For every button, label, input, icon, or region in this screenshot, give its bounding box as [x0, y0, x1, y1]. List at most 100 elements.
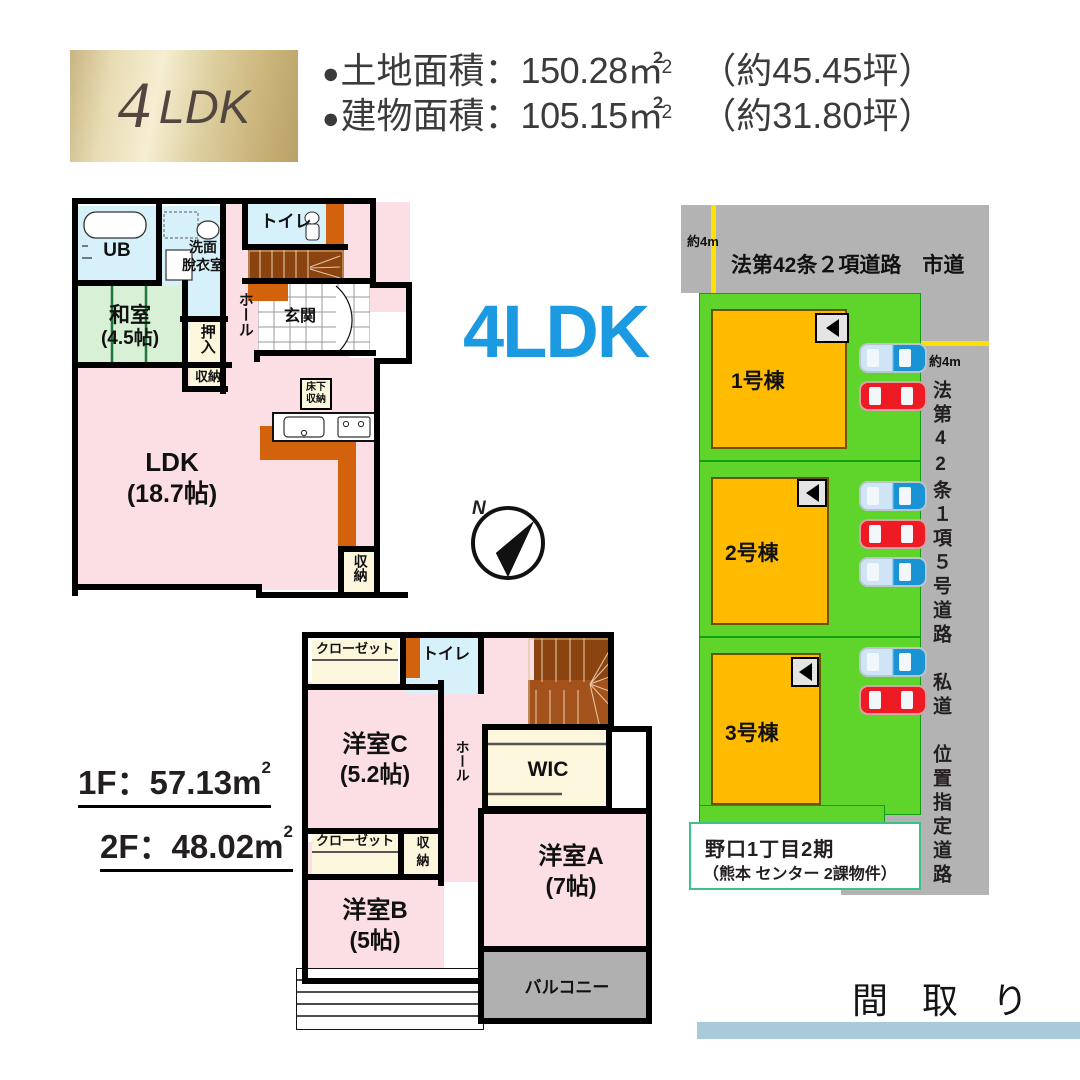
wall	[302, 874, 444, 880]
wall	[242, 278, 376, 284]
wall	[398, 828, 404, 880]
staircase-2f-steps-icon	[528, 638, 614, 730]
wall	[370, 282, 412, 288]
site-caption-line2: （熊本 センター 2課物件）	[703, 866, 897, 883]
wall	[302, 828, 444, 834]
wall	[220, 198, 226, 394]
wall	[482, 724, 488, 812]
storage2f-label2: 納	[416, 853, 430, 868]
japanese-room-fill	[78, 286, 182, 366]
storage2f-fill	[402, 832, 444, 876]
storage2-label: 収納	[352, 554, 369, 582]
wall	[182, 386, 228, 392]
building-3-label: 3号棟	[725, 722, 779, 745]
arrow-left-icon	[825, 319, 839, 337]
road-top-label: 法第42条２項道路 市道	[731, 254, 965, 277]
kitchen-sink-stove-icon	[283, 416, 371, 438]
wall	[302, 632, 614, 638]
land-area-label: 土地面積：	[340, 50, 521, 91]
car-1-2	[859, 381, 927, 411]
site-plan: 約4m 約4m 法第42条２項道路 市道 法第42条１項５号道路 私道 位置指定…	[681, 205, 1033, 905]
closet-c-fill	[312, 640, 398, 688]
wall	[338, 546, 344, 598]
plan-type-badge: 4 LDK	[70, 50, 298, 162]
width-mark-right	[921, 341, 989, 346]
badge-number: 4	[117, 69, 151, 142]
toilet2f-label: トイレ	[421, 646, 470, 663]
entrance-tile-pattern	[258, 282, 370, 356]
storage2-fill	[342, 550, 374, 592]
wall	[72, 584, 262, 590]
closet-c-label: クローゼット	[315, 641, 394, 656]
wall	[438, 680, 444, 886]
wall	[188, 362, 228, 368]
staircase-steps-icon	[248, 250, 344, 284]
building-area-unit: ㎡	[627, 95, 664, 137]
wall	[478, 808, 484, 1024]
arrow-left-icon	[798, 663, 812, 681]
wall	[478, 632, 484, 694]
wall	[478, 946, 650, 952]
wall	[242, 244, 348, 250]
car-1-1	[859, 343, 927, 373]
closet-b-label: クローゼット	[315, 833, 394, 848]
wall	[482, 806, 612, 812]
floor1-area-label: 1F：57.13m2	[78, 756, 271, 808]
western-a-area: (7帖)	[545, 873, 597, 899]
building-area-label: 建物面積：	[340, 95, 521, 137]
japanese-room-area: (4.5帖)	[100, 328, 160, 349]
closet-b-lines	[312, 851, 398, 853]
wic-shelf-lines	[488, 742, 606, 796]
entrance-label: 玄関	[283, 308, 316, 325]
road-width-top-label: 約4m	[687, 234, 719, 249]
western-c-fill	[308, 682, 444, 830]
floor-plan-2f: クローゼット トイレ 洋室C (5.2帖) ホール WIC クローゼット 収 納…	[296, 632, 692, 1032]
washbasin-toilet-fixtures	[163, 211, 220, 281]
western-a-label: 洋室A	[538, 843, 604, 870]
building-3-entry-arrow	[791, 657, 819, 687]
unit-bath-label: UB	[103, 240, 131, 261]
wall	[342, 546, 376, 552]
toilet-fixture-block	[326, 204, 344, 244]
wall	[400, 632, 406, 690]
washroom-label2: 脫衣室	[182, 257, 224, 273]
wall	[302, 632, 308, 984]
wall	[374, 358, 412, 364]
wall	[400, 684, 444, 690]
wall	[72, 198, 78, 596]
wall	[180, 316, 228, 322]
wall	[302, 978, 484, 984]
car-3-2	[859, 685, 927, 715]
hall2f-label: ホール	[454, 740, 471, 782]
footer-title: 間 取 り	[851, 980, 1040, 1021]
wall	[242, 198, 248, 250]
staircase-2f-upper	[534, 638, 612, 680]
wall	[608, 632, 614, 732]
western-c-label: 洋室C	[342, 731, 408, 758]
land-area-value: 150.28	[520, 50, 629, 91]
wall	[646, 726, 652, 1024]
compass-north-label: N	[472, 498, 486, 519]
wall	[72, 362, 232, 368]
building-area-sup: 2	[661, 102, 673, 124]
closet-b-fill	[312, 832, 398, 876]
floor-plan-1f: UB 洗面 脫衣室 和室 (4.5帖) 押入 収納 ホール トイレ 玄関 床下 …	[72, 198, 422, 598]
wall	[608, 726, 652, 732]
building-2-entry-arrow	[797, 479, 827, 507]
underfloor-storage-box	[300, 378, 332, 410]
wall	[406, 282, 412, 364]
kitchen-island-h	[260, 442, 338, 460]
building-area-line: ● 建物面積： 105.15 ㎡ 2 （約31.80坪）	[322, 93, 1022, 138]
western-c-area: (5.2帖)	[339, 761, 411, 787]
building-area-value: 105.15	[520, 95, 629, 137]
wall	[302, 684, 406, 690]
building-1-label: 1号棟	[731, 370, 785, 393]
western-b-label: 洋室B	[342, 897, 408, 924]
width-mark-top	[711, 205, 716, 293]
wic-label: WIC	[527, 758, 569, 781]
land-area-unit: ㎡	[627, 50, 664, 91]
road-width-right-label: 約4m	[929, 354, 961, 369]
wall	[254, 350, 376, 356]
header-specs: ● 土地面積： 150.28 ㎡ 2 （約45.45坪） ● 建物面積： 105…	[322, 48, 1022, 139]
storage1-fill	[190, 368, 226, 390]
